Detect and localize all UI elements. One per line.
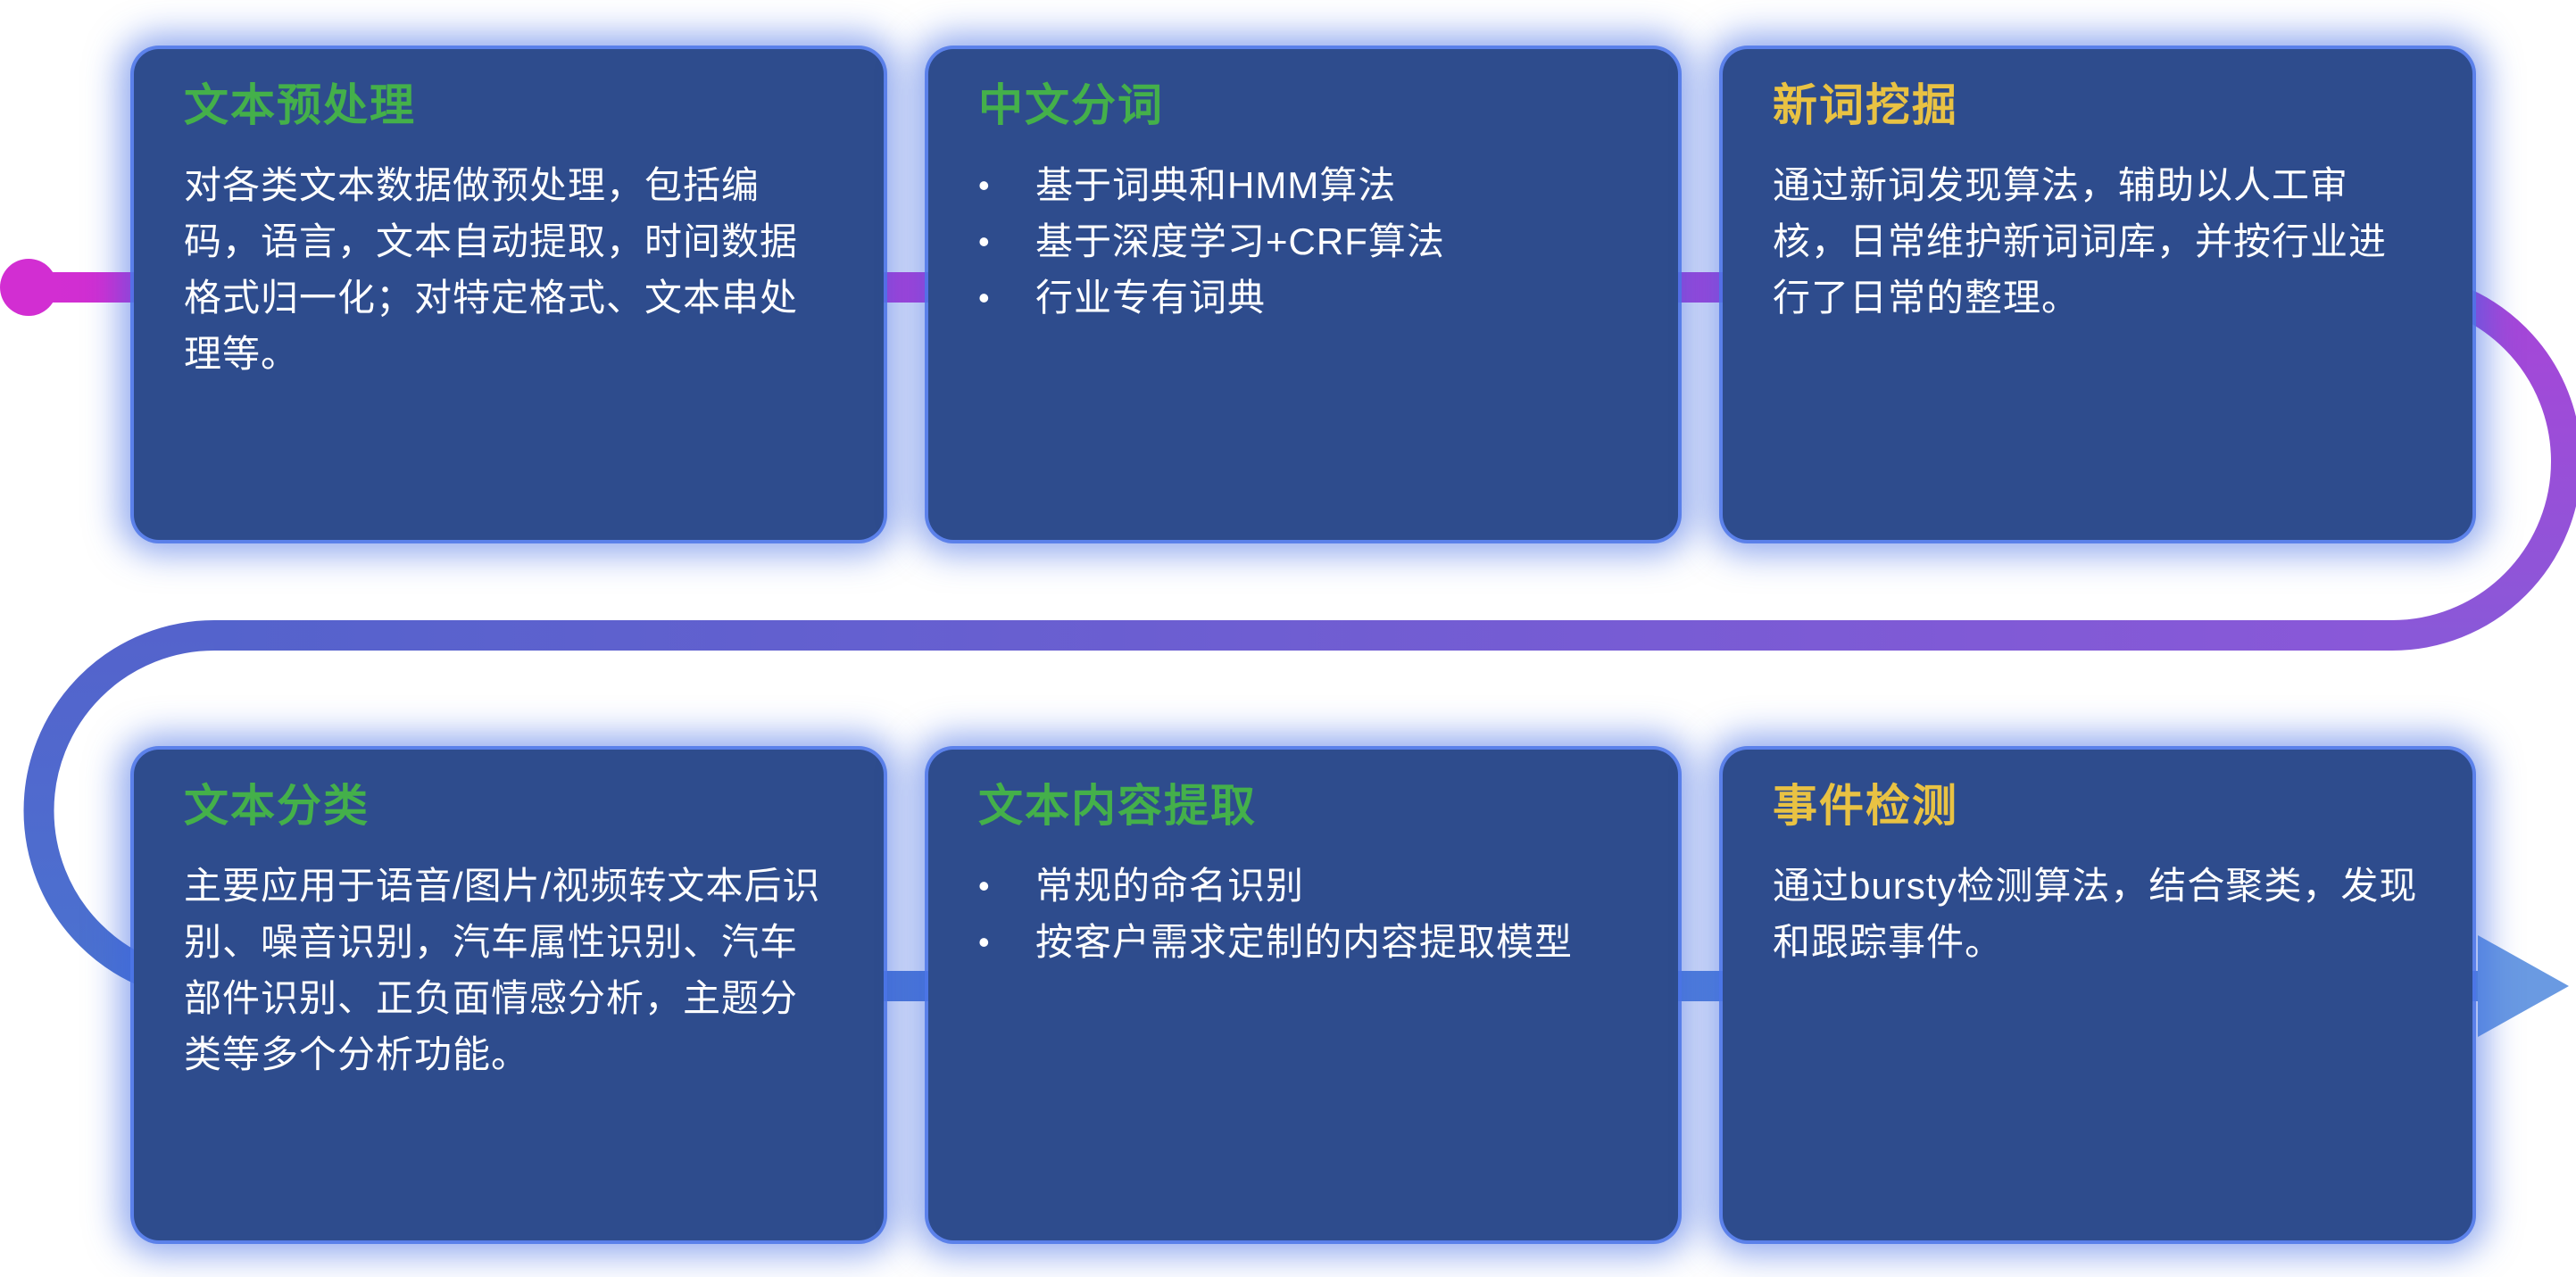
bullet-item: • 按客户需求定制的内容提取模型 (978, 914, 1628, 970)
card-body-text: 主要应用于语音/图片/视频转文本后识别、噪音识别，汽车属性识别、汽车部件识别、正… (184, 864, 821, 1075)
bullet-item: • 基于深度学习+CRF算法 (978, 213, 1628, 269)
card-text-classification: 文本分类 主要应用于语音/图片/视频转文本后识别、噪音识别，汽车属性识别、汽车部… (134, 750, 884, 1240)
card-title: 中文分词 (978, 80, 1164, 130)
bullet-dot-icon: • (978, 222, 990, 260)
flow-arrow-icon (2478, 935, 2569, 1037)
bullet-dot-icon: • (978, 166, 990, 203)
bullet-item: • 基于词典和HMM算法 (978, 157, 1628, 213)
bullet-item: • 常规的命名识别 (978, 858, 1628, 914)
card-title: 文本预处理 (184, 80, 416, 130)
card-body-text: 通过bursty检测算法，结合聚类，发现和跟踪事件。 (1773, 864, 2418, 963)
card-title: 新词挖掘 (1773, 80, 1958, 130)
card-event-detection: 事件检测 通过bursty检测算法，结合聚类，发现和跟踪事件。 (1723, 750, 2472, 1240)
bullet-dot-icon: • (978, 867, 990, 904)
card-body-text: 通过新词发现算法，辅助以人工审核，日常维护新词词库，并按行业进行了日常的整理。 (1773, 163, 2388, 319)
card-body-text: 对各类文本数据做预处理，包括编码，语言，文本自动提取，时间数据格式归一化；对特定… (184, 163, 799, 375)
card-title: 事件检测 (1773, 781, 1958, 831)
card-title: 文本内容提取 (978, 781, 1257, 831)
flow-line-right-curve (2391, 272, 2576, 651)
flow-line-left-curve (23, 620, 215, 1001)
bullet-text: 按客户需求定制的内容提取模型 (1035, 920, 1574, 963)
card-bullet-list: • 常规的命名识别 • 按客户需求定制的内容提取模型 (978, 858, 1628, 970)
bullet-text: 行业专有词典 (1035, 276, 1267, 319)
bullet-dot-icon: • (978, 923, 990, 960)
bullet-item: • 行业专有词典 (978, 269, 1628, 326)
bullet-text: 基于词典和HMM算法 (1035, 163, 1397, 206)
bullet-text: 基于深度学习+CRF算法 (1035, 220, 1445, 262)
card-text-preprocessing: 文本预处理 对各类文本数据做预处理，包括编码，语言，文本自动提取，时间数据格式归… (134, 49, 884, 540)
card-bullet-list: • 基于词典和HMM算法 • 基于深度学习+CRF算法 • 行业专有词典 (978, 157, 1628, 326)
card-text-content-extraction: 文本内容提取 • 常规的命名识别 • 按客户需求定制的内容提取模型 (928, 750, 1678, 1240)
bullet-dot-icon: • (978, 278, 990, 316)
card-chinese-word-segmentation: 中文分词 • 基于词典和HMM算法 • 基于深度学习+CRF算法 • 行业专有词… (928, 49, 1678, 540)
card-new-word-mining: 新词挖掘 通过新词发现算法，辅助以人工审核，日常维护新词词库，并按行业进行了日常… (1723, 49, 2472, 540)
card-title: 文本分类 (184, 781, 370, 831)
bullet-text: 常规的命名识别 (1035, 864, 1305, 907)
